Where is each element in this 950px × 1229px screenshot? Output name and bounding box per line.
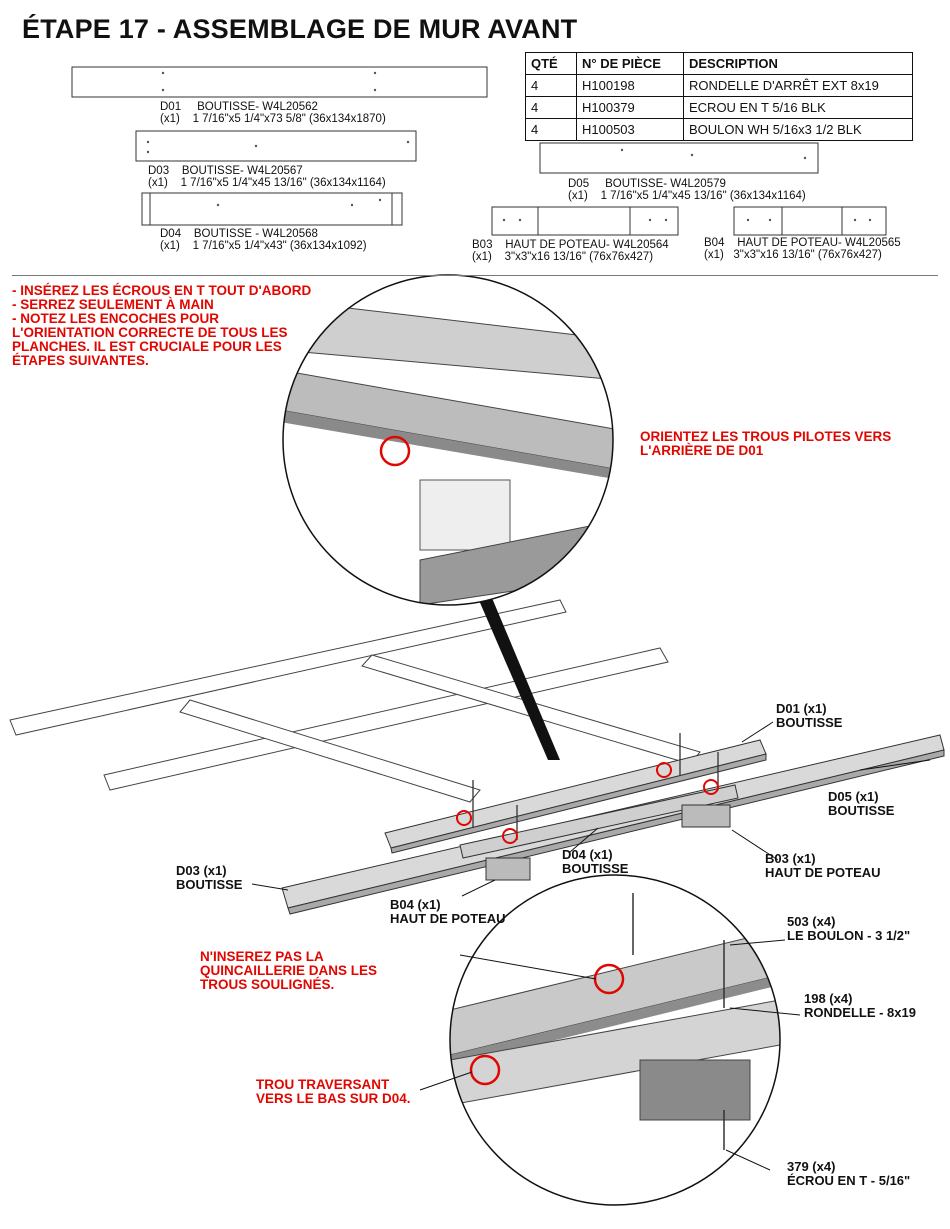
parts-table: QTÉ N° DE PIÈCE DESCRIPTION 4 H100198 RO… xyxy=(525,52,913,141)
part-label-d04: D04 BOUTISSE - W4L20568 (x1) 1 7/16"x5 1… xyxy=(160,228,367,252)
part-dims: 3"x3"x16 13/16" (76x76x427) xyxy=(733,249,882,261)
post-top-b03-illustration xyxy=(491,206,679,236)
highlight-circle xyxy=(656,762,672,778)
part-label-b04: B04 HAUT DE POTEAU- W4L20565 (x1) 3"x3"x… xyxy=(704,237,901,261)
part-name: BOUTISSE- W4L20562 xyxy=(197,101,318,113)
highlight-circle xyxy=(456,810,472,826)
part-code: B04 xyxy=(704,237,725,249)
table-row: 4 H100379 ECROU EN T 5/16 BLK xyxy=(525,96,913,119)
detail-view-bottom xyxy=(450,875,780,1205)
part-qty: (x1) xyxy=(148,177,168,189)
callout-nut: 379 (x4) ÉCROU EN T - 5/16" xyxy=(787,1159,911,1188)
through-hole-note: TROU TRAVERSANT VERS LE BAS SUR D04. xyxy=(256,1077,411,1106)
callout-d05: D05 (x1) BOUTISSE xyxy=(828,789,895,818)
part-name: HAUT DE POTEAU- W4L20565 xyxy=(737,237,901,249)
board-d01-illustration xyxy=(71,66,488,98)
part-dims: 1 7/16"x5 1/4"x43" (36x134x1092) xyxy=(192,240,367,252)
part-dims: 3"x3"x16 13/16" (76x76x427) xyxy=(504,251,654,263)
callout-d01: D01 (x1) BOUTISSE xyxy=(776,701,843,730)
part-dims: 1 7/16"x5 1/4"x45 13/16" (36x134x1164) xyxy=(180,177,386,189)
highlight-circle xyxy=(469,1054,501,1086)
part-name: HAUT DE POTEAU- W4L20564 xyxy=(505,239,669,251)
part-label-d01: D01 BOUTISSE- W4L20562 (x1) 1 7/16"x5 1/… xyxy=(160,101,386,125)
description-cell: BOULON WH 5/16x3 1/2 BLK xyxy=(683,118,913,141)
part-qty: (x1) xyxy=(568,190,588,202)
part-number-cell: H100379 xyxy=(576,96,684,119)
pilot-holes-note: ORIENTEZ LES TROUS PILOTES VERS L'ARRIÈR… xyxy=(640,429,892,458)
part-qty: (x1) xyxy=(472,251,492,263)
description-cell: ECROU EN T 5/16 BLK xyxy=(683,96,913,119)
part-number-cell: H100503 xyxy=(576,118,684,141)
part-code: D05 xyxy=(568,178,590,190)
part-dims: 1 7/16"x5 1/4"x73 5/8" (36x134x1870) xyxy=(192,113,386,125)
part-label-b03: B03 HAUT DE POTEAU- W4L20564 (x1) 3"x3"x… xyxy=(472,239,669,263)
callout-b04: B04 (x1) HAUT DE POTEAU xyxy=(390,897,506,926)
parts-table-header: QTÉ N° DE PIÈCE DESCRIPTION xyxy=(525,52,913,75)
part-code: D03 xyxy=(148,165,170,177)
frame-board xyxy=(179,699,481,803)
part-name: BOUTISSE- W4L20579 xyxy=(605,178,726,190)
part-code: B03 xyxy=(472,239,493,251)
table-row: 4 H100503 BOULON WH 5/16x3 1/2 BLK xyxy=(525,118,913,141)
callout-d03: D03 (x1) BOUTISSE xyxy=(176,863,243,892)
highlight-circle xyxy=(502,828,518,844)
highlight-circle xyxy=(379,435,411,467)
part-code: D04 xyxy=(160,228,182,240)
callout-bolt: 503 (x4) LE BOULON - 3 1/2" xyxy=(787,914,911,943)
callout-washer: 198 (x4) RONDELLE - 8x19 xyxy=(804,991,916,1020)
board-d05-illustration xyxy=(539,142,819,174)
table-row: 4 H100198 RONDELLE D'ARRÊT EXT 8x19 xyxy=(525,74,913,97)
highlight-circle xyxy=(703,779,719,795)
post-top-b04 xyxy=(485,857,531,881)
callout-d04: D04 (x1) BOUTISSE xyxy=(562,847,629,876)
post-top-b03 xyxy=(681,804,731,828)
board-d04 xyxy=(459,784,739,859)
board-d04-illustration xyxy=(141,192,403,226)
section-divider xyxy=(12,275,938,276)
instructions-note: - INSÉREZ LES ÉCROUS EN T TOUT D'ABORD -… xyxy=(12,283,312,368)
detail-view-top xyxy=(283,275,613,605)
part-name: BOUTISSE - W4L20568 xyxy=(193,228,318,240)
page-title: ÉTAPE 17 - ASSEMBLAGE DE MUR AVANT xyxy=(22,14,578,44)
part-qty: (x1) xyxy=(160,240,180,252)
part-label-d03: D03 BOUTISSE- W4L20567 (x1) 1 7/16"x5 1/… xyxy=(148,165,386,189)
part-qty: (x1) xyxy=(704,249,724,261)
board-d03-illustration xyxy=(135,130,417,162)
no-hardware-note: N'INSEREZ PAS LA QUINCAILLERIE DANS LES … xyxy=(200,949,378,992)
part-dims: 1 7/16"x5 1/4"x45 13/16" (36x134x1164) xyxy=(600,190,806,202)
part-qty: (x1) xyxy=(160,113,180,125)
description-cell: RONDELLE D'ARRÊT EXT 8x19 xyxy=(683,74,913,97)
part-name: BOUTISSE- W4L20567 xyxy=(181,165,303,177)
callout-b03: B03 (x1) HAUT DE POTEAU xyxy=(765,851,881,880)
zoom-connector xyxy=(478,598,560,760)
part-code: D01 xyxy=(160,101,182,113)
post-top-b04-illustration xyxy=(733,206,887,236)
frame-board xyxy=(9,599,567,736)
part-label-d05: D05 BOUTISSE- W4L20579 (x1) 1 7/16"x5 1/… xyxy=(568,178,806,202)
